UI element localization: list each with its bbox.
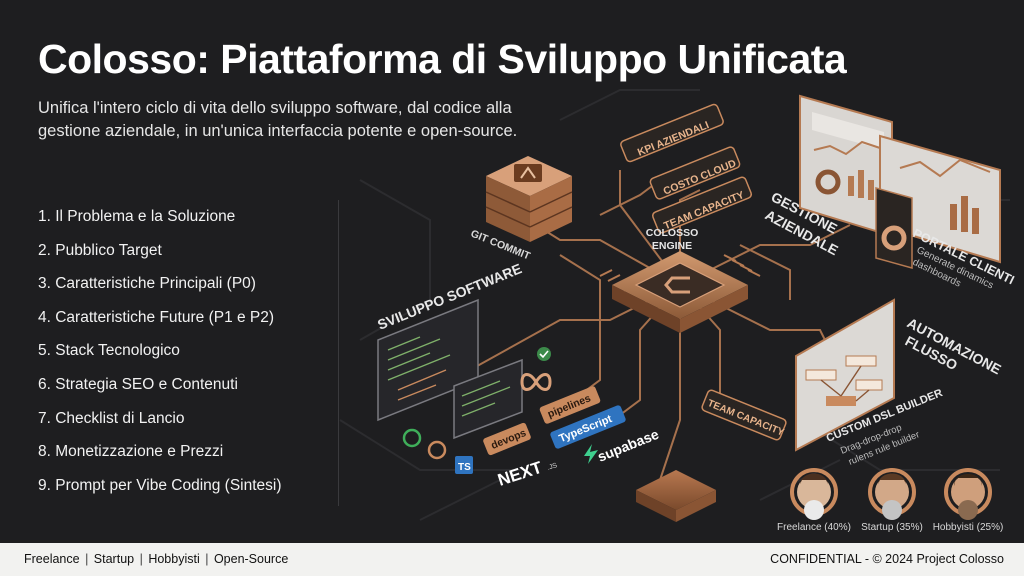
footer-tag: Startup	[93, 552, 135, 566]
footer-tag: Open-Source	[213, 552, 289, 566]
agenda-item: 2. Pubblico Target	[38, 241, 162, 259]
bottom-chip	[636, 470, 716, 522]
nextjs-label: NEXT	[495, 458, 545, 490]
engine-label-1: COLOSSO	[646, 227, 699, 239]
git-commit-block	[485, 156, 573, 242]
agenda-item: 8. Monetizzazione e Prezzi	[38, 443, 224, 461]
ts-badge-label: TS	[458, 462, 471, 473]
colosso-engine-chip	[599, 251, 761, 333]
agenda-item: 5. Stack Tecnologico	[38, 342, 180, 360]
audience-caption-hobbyisti: Hobbyisti (25%)	[932, 522, 1004, 533]
agenda-list: 1. Il Problema e la Soluzione 2. Pubblic…	[38, 200, 282, 502]
nextjs-suffix: .JS	[546, 462, 558, 472]
avatar-freelance	[790, 468, 838, 520]
nextjs-logo: NEXT .JS	[495, 458, 558, 490]
footer-confidential: CONFIDENTIAL - © 2024 Project Colosso	[770, 552, 1004, 566]
audience-caption-startup: Startup (35%)	[861, 522, 923, 533]
avatar-startup	[868, 468, 916, 520]
check-icon	[537, 347, 551, 361]
refresh-icon	[402, 428, 422, 448]
footer-tags: Freelance | Startup | Hobbyisti | Open-S…	[24, 552, 289, 566]
ts-badge: TS	[455, 456, 473, 474]
code-editor-panels	[377, 298, 523, 440]
audience-caption-freelance: Freelance (40%)	[777, 522, 851, 533]
circuit-illustration: GIT COMMIT KPI AZIENDALI COSTO CLOUD TEA…	[339, 89, 1016, 522]
devops-tag: devops	[483, 422, 531, 456]
footer-tag: Hobbyisti	[148, 552, 200, 566]
engine-label-2: ENGINE	[652, 240, 692, 252]
agenda-divider	[338, 200, 339, 506]
agenda-item: 6. Strategia SEO e Contenuti	[38, 375, 238, 393]
avatar-hobbyisti	[944, 468, 992, 520]
footer-tag: Freelance	[24, 552, 80, 566]
agenda-item: 4. Caratteristiche Future (P1 e P2)	[38, 308, 275, 326]
agenda-item: 7. Checklist di Lancio	[38, 409, 185, 427]
dashboard-panels	[799, 94, 1001, 269]
page-subtitle: Unifica l'intero ciclo di vita dello svi…	[38, 99, 518, 140]
agenda-item: 3. Caratteristiche Principali (P0)	[38, 275, 256, 293]
infinity-icon	[520, 373, 552, 391]
page-title: Colosso: Piattaforma di Sviluppo Unifica…	[38, 36, 847, 82]
supabase-label: supabase	[595, 426, 661, 465]
sync-icon	[427, 440, 447, 460]
workflow-panel	[795, 298, 895, 452]
agenda-item: 9. Prompt per Vibe Coding (Sintesi)	[38, 476, 282, 494]
team-capacity-tag: TEAM CAPACITY	[701, 389, 787, 441]
footer-bar: Freelance | Startup | Hobbyisti | Open-S…	[0, 543, 1024, 576]
kpi-tag: KPI AZIENDALI	[620, 103, 724, 163]
agenda-item: 1. Il Problema e la Soluzione	[38, 208, 236, 225]
